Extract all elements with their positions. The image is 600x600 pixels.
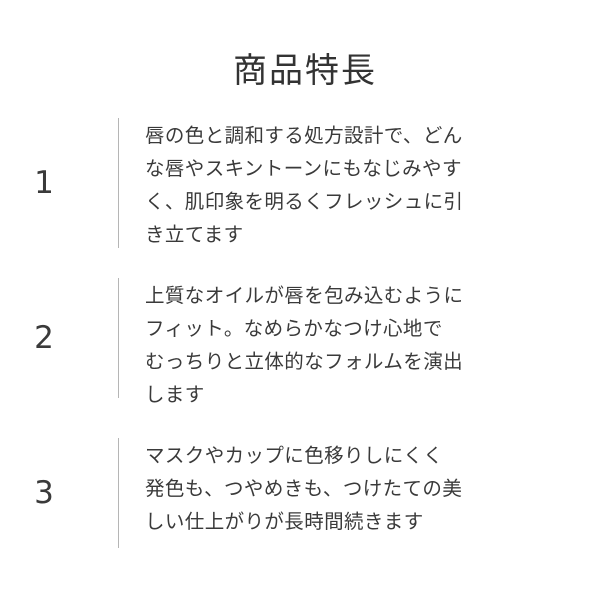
feature-number-3: 3 (34, 474, 54, 511)
feature-text-line: します (145, 383, 205, 406)
feature-text-line: しい仕上がりが長時間続きます (145, 510, 424, 533)
feature-text-line: 発色も、つやめきも、つけたての美 (145, 477, 463, 500)
feature-text-line: 上質なオイルが唇を包み込むように (145, 284, 464, 307)
feature-item-1: 1 唇の色と調和する処方設計で、どん な唇やスキントーンにもなじみやす く、肌印… (0, 118, 600, 248)
feature-text-line: く、肌印象を明るくフレッシュに引 (145, 190, 464, 213)
feature-text-line: き立てます (145, 223, 244, 246)
feature-text-line: な唇やスキントーンにもなじみやす (145, 157, 462, 180)
feature-text-line: 唇の色と調和する処方設計で、どん (145, 124, 463, 147)
feature-divider-2 (118, 278, 119, 398)
feature-number-2: 2 (34, 319, 54, 356)
feature-item-3: 3 マスクやカップに色移りしにくく 発色も、つやめきも、つけたての美 しい仕上が… (0, 438, 600, 548)
page-title: 商品特長 (233, 51, 377, 91)
feature-text-3: マスクやカップに色移りしにくく 発色も、つやめきも、つけたての美 しい仕上がりが… (119, 438, 600, 548)
feature-text-line: フィット。なめらかなつけ心地で (145, 317, 443, 340)
feature-text-2: 上質なオイルが唇を包み込むように フィット。なめらかなつけ心地で むっちりと立体… (119, 278, 600, 406)
feature-number-1: 1 (34, 164, 54, 201)
feature-text-line: むっちりと立体的なフォルムを演出 (145, 350, 464, 373)
feature-divider-3 (118, 438, 119, 548)
feature-divider-1 (118, 118, 119, 248)
feature-item-2: 2 上質なオイルが唇を包み込むように フィット。なめらかなつけ心地で むっちりと… (0, 278, 600, 406)
feature-text-1: 唇の色と調和する処方設計で、どん な唇やスキントーンにもなじみやす く、肌印象を… (119, 118, 600, 248)
feature-text-line: マスクやカップに色移りしにくく (145, 444, 444, 467)
